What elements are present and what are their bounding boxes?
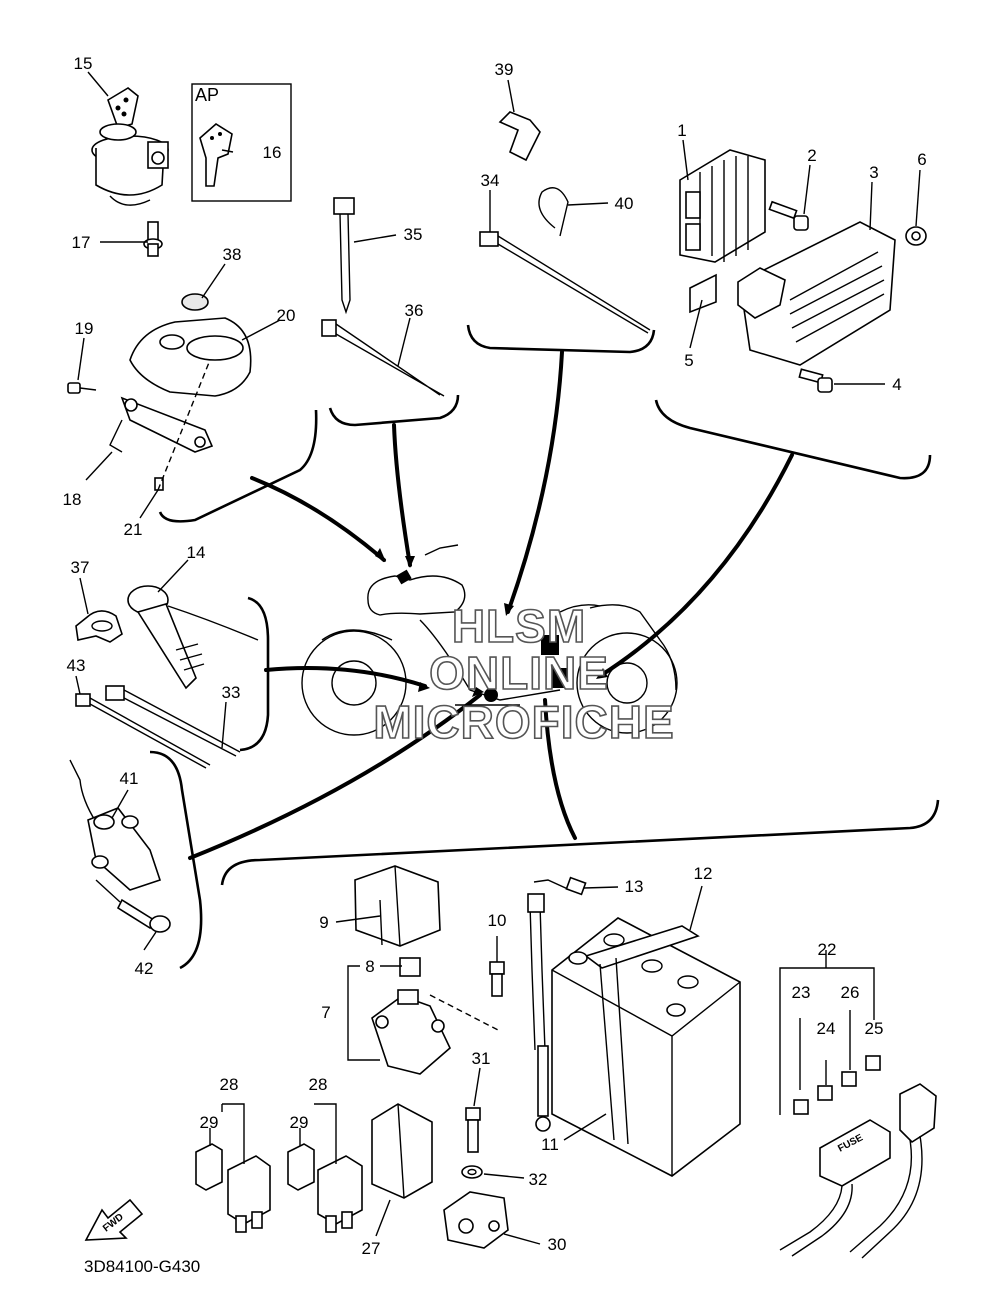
tie-strap-34 [479,231,651,334]
washer-part-32 [461,1165,483,1179]
relay-part-28-right [287,1103,363,1233]
cover-part-20 [129,293,252,397]
cover-part-3 [737,221,896,366]
leader-lines [75,71,921,1245]
callout-28-right: 28 [309,1075,328,1094]
callout-26: 26 [841,983,860,1002]
bolt-part-42 [116,898,171,933]
clamp-part-37 [75,610,123,643]
sensor-part-14 [127,585,259,690]
fuse-part-8 [399,957,421,977]
callout-10: 10 [488,911,507,930]
callout-11: 11 [541,1135,559,1154]
reference-code: 3D84100-G430 [84,1257,200,1276]
callout-33: 33 [222,683,241,702]
callout-30: 30 [548,1235,567,1254]
callout-18: 18 [63,490,82,509]
leader-curves [188,350,794,860]
bolt-part-4 [798,368,833,393]
watermark-line-2: ONLINE [429,647,609,699]
clip-part-39 [498,111,541,162]
watermark: HLSM ONLINE MICROFICHE [373,599,675,749]
watermark-line-3: MICROFICHE [373,696,674,748]
fwd-arrow-icon: FWD [84,1198,144,1241]
relay-part-7 [371,989,499,1075]
bolt-part-10 [489,961,505,997]
callout-40: 40 [615,194,634,213]
callout-4: 4 [892,375,901,394]
ap-box-label: AP [195,85,219,105]
bolt-part-2 [768,200,809,231]
callout-6: 6 [917,150,926,169]
grommet-part-6 [905,226,927,246]
callout-14: 14 [187,543,206,562]
cover-part-9 [354,865,441,947]
callout-9: 9 [319,913,328,932]
callout-16: 16 [263,143,282,162]
callout-5: 5 [684,351,693,370]
callout-29-left: 29 [200,1113,219,1132]
callout-34: 34 [481,171,500,190]
callout-22: 22 [818,940,837,959]
callout-39: 39 [495,60,514,79]
battery-part-12 [551,917,741,1177]
callout-3: 3 [869,163,878,182]
callout-25: 25 [865,1019,884,1038]
fuse-box-part: FUSE [779,950,937,1259]
tie-strap-35 [333,197,355,315]
callout-41: 41 [120,769,139,788]
motorcycle-outline [301,544,678,736]
tie-strap-43 [75,693,211,769]
callout-19: 19 [75,319,94,338]
main-switch-part [91,87,169,206]
bolt-part-31 [465,1107,481,1153]
pad-part-5 [689,273,717,314]
callout-8: 8 [365,957,374,976]
callout-21: 21 [124,520,143,539]
callout-13: 13 [625,877,644,896]
group-brackets [149,324,940,970]
callout-12: 12 [694,864,713,883]
module-part-27 [371,1103,433,1199]
watermark-line-1: HLSM [452,600,586,652]
callout-1: 1 [677,121,686,140]
cable-part-13 [527,876,587,1132]
sensor-part-41 [69,759,162,891]
callout-43: 43 [67,656,86,675]
callout-35: 35 [404,225,423,244]
ap-key-box: AP [191,83,292,202]
relay-part-28-left [195,1103,271,1233]
bracket-part-18 [67,382,214,491]
callout-numbers: 1 2 3 4 5 6 7 8 9 10 11 12 13 14 15 16 1… [63,54,927,1258]
callout-23: 23 [792,983,811,1002]
callout-42: 42 [135,959,154,978]
clip-part-40 [538,187,569,237]
callout-7: 7 [321,1003,330,1022]
callout-36: 36 [405,301,424,320]
bracket-part-30 [443,1191,509,1249]
callout-2: 2 [807,146,816,165]
callout-38: 38 [223,245,242,264]
callout-37: 37 [71,558,90,577]
rectifier-part-1 [679,149,766,263]
callout-28-left: 28 [220,1075,239,1094]
tie-strap-33 [105,685,241,757]
callout-17: 17 [72,233,91,252]
tie-strap-36 [321,319,445,397]
callout-24: 24 [817,1019,836,1038]
screw-part-17 [143,221,163,257]
callout-20: 20 [277,306,296,325]
callout-29-right: 29 [290,1113,309,1132]
callout-27: 27 [362,1239,381,1258]
callout-32: 32 [529,1170,548,1189]
callout-31: 31 [472,1049,491,1068]
callout-15: 15 [74,54,93,73]
